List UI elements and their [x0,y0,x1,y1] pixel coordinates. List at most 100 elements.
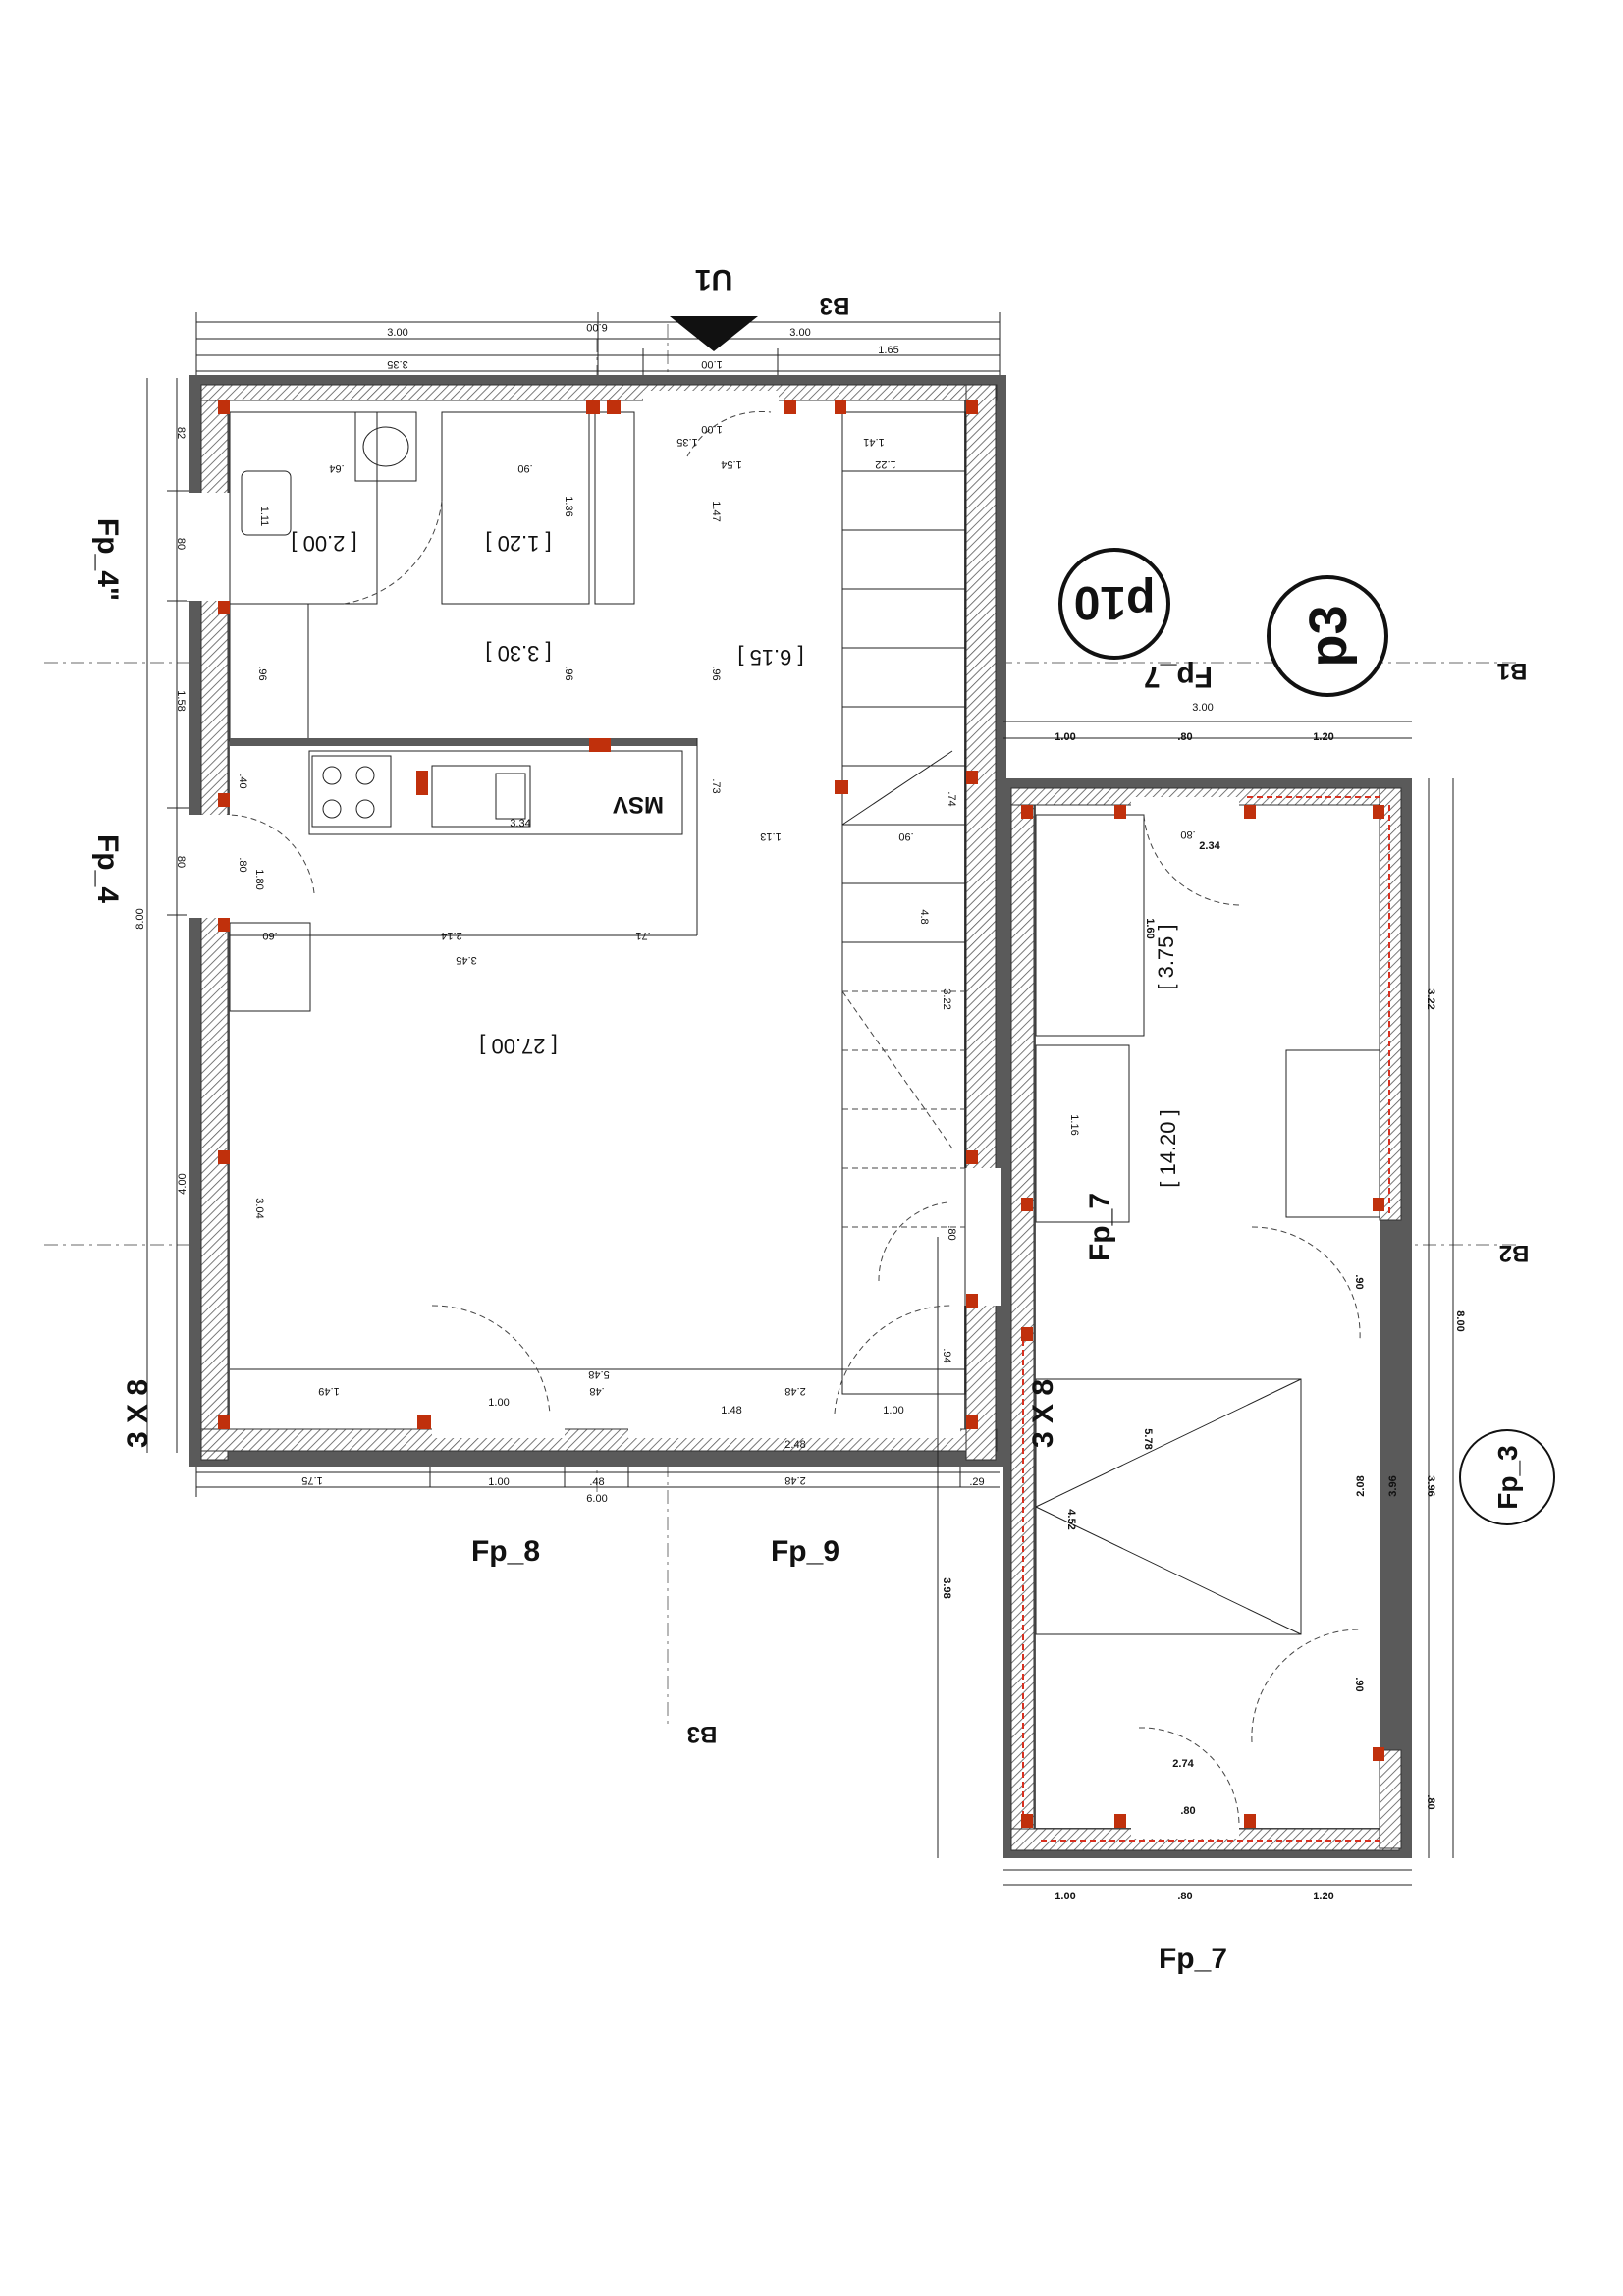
dim-annex-right-3: 3.96 [1425,1475,1436,1496]
dim-inner-6: 1.54 [721,458,741,470]
label-fp7-mid: Fp_7 [1084,1193,1116,1261]
dim-mid-6: 1.80 [253,869,265,889]
label-fp7-upper: Fp_7 [1144,661,1213,693]
dim-mid-3: .96 [710,666,722,680]
section-label-b2: B2 [1499,1240,1530,1266]
dim-bottom-inner-4: 5.48 [588,1368,609,1380]
reference-bubbles [1058,548,1555,1525]
door-swings [229,410,1361,1827]
dim-annex-bottom-2: .80 [1177,1891,1192,1902]
label-stairs-left: 3 X 8 [122,1379,154,1448]
dim-inner-5: .90 [517,462,532,474]
dim-mid-20: .94 [941,1348,952,1362]
staircase [841,411,966,1395]
interior-walls [229,411,966,1370]
area-entry: [ 6.15 ] [737,645,803,669]
dim-annex-bottom-3: 1.20 [1313,1891,1333,1902]
dim-annex-right-1: 3.22 [1425,988,1436,1009]
annex-walls [1003,778,1412,1858]
dim-left-5: 8.00 [135,908,146,929]
dim-bottom-inner-7: 1.00 [883,1405,903,1416]
dim-left-6: 4.00 [177,1173,189,1194]
dim-bottom-inner-1: 1.49 [318,1385,339,1397]
dim-top-b: 6.00 [586,321,607,333]
dim-mid-4: .40 [237,774,248,788]
dim-bottom-2: 1.00 [488,1476,509,1488]
dim-left-3: 1.58 [175,690,187,711]
dim-annex-inner-3: 1.60 [1144,918,1156,938]
dim-mid-15: .90 [898,830,913,842]
bubble-p3-label: p3 [1299,605,1358,667]
dim-left-1: 82 [175,427,187,439]
dim-inner-1: 1.35 [676,436,697,448]
label-fp7-bottom: Fp_7 [1159,1943,1227,1975]
dim-mid-1: .96 [256,666,268,680]
dim-bottom-inner-3: .48 [589,1385,604,1397]
label-stairs-right: 3 X 8 [1027,1379,1059,1448]
dim-mid-13: .73 [710,778,722,793]
dim-annex-top-3: 1.20 [1313,731,1333,743]
dim-annex-top-1: 1.00 [1055,731,1075,743]
dim-annex-inner-9: 3.96 [1387,1475,1399,1496]
dim-top-f: 1.65 [878,345,898,356]
dim-inner-8: 1.36 [563,496,574,516]
label-fp8: Fp_8 [471,1535,540,1568]
area-bedroom: [ 14.20 ] [1156,1109,1180,1188]
dim-bottom-4: 2.48 [784,1474,805,1486]
dim-inner-3: 1.41 [863,436,884,448]
dim-left-4: 80 [175,856,187,868]
label-msv: MSV [613,791,664,818]
dim-mid-17: 3.22 [941,988,952,1009]
dim-bottom-inner-2: 1.00 [488,1397,509,1409]
dim-bottom-inner-5: 2.48 [784,1385,805,1397]
section-label-b3-bottom: B3 [687,1721,718,1747]
dim-annex-bottom-1: 1.00 [1055,1891,1075,1902]
dim-bottom-inner-8: 2.48 [784,1439,805,1451]
dim-mid-18: 3.04 [253,1198,265,1218]
dim-mid-8: 2.14 [441,930,461,941]
area-wc: [ 2.00 ] [291,531,356,556]
dim-annex-top-4: 3.00 [1192,702,1213,714]
area-living: [ 27.00 ] [479,1034,558,1058]
dim-mid-2: .96 [563,666,574,680]
dim-annex-inner-5: 5.78 [1142,1428,1154,1449]
dim-mid-19: .80 [946,1225,957,1240]
dim-inner-4: .64 [329,462,344,474]
label-fp4-upper: Fp_4" [91,518,124,601]
dim-top-a: 3.00 [387,327,407,339]
area-storage: [ 1.20 ] [485,531,551,556]
bubble-p10-circle [1058,548,1170,660]
dim-mid-7: .60 [262,930,277,941]
dim-left-2: 80 [175,538,187,550]
dim-annex-inner-12: .80 [1180,1805,1195,1817]
section-label-b1: B1 [1497,658,1528,684]
area-corridor: [ 3.30 ] [485,641,551,666]
dim-mid-16: 4.8 [918,909,930,924]
dim-mid-10: 3.45 [456,954,476,966]
bubble-p3-circle [1267,575,1388,697]
label-fp9: Fp_9 [771,1535,839,1568]
dim-mid-12: 1.13 [760,830,781,842]
bubble-p10-label: p10 [1074,576,1156,628]
dim-top-d: 3.35 [387,358,407,370]
dim-inner-7: 1.22 [875,458,895,470]
dim-mid-9: .71 [635,930,650,941]
dim-bottom-5: 6.00 [586,1493,607,1505]
dim-annex-inner-8: 2.08 [1355,1475,1367,1496]
dim-inner-10: 1.11 [258,507,270,527]
bubble-fp3-label: Fp_3 [1492,1445,1523,1509]
dim-top-e: 1.00 [701,358,722,370]
dim-bottom-6: .29 [969,1476,984,1488]
dim-inner-2: 1.00 [701,423,722,435]
section-arrow-u1 [670,316,758,351]
dim-annex-inner-10: .90 [1353,1677,1365,1691]
annex-dimension-lines [937,721,1454,1886]
dim-inner-9: 1.47 [710,501,722,521]
area-bath: [ 3.75 ] [1154,924,1178,989]
dim-annex-inner-6: 4.52 [1065,1509,1077,1529]
dim-annex-inner-1: .80 [1180,828,1195,840]
dim-annex-inner-11: 2.74 [1172,1758,1194,1770]
dim-annex-left-1: 3.98 [941,1577,952,1598]
dim-annex-top-2: .80 [1177,731,1192,743]
